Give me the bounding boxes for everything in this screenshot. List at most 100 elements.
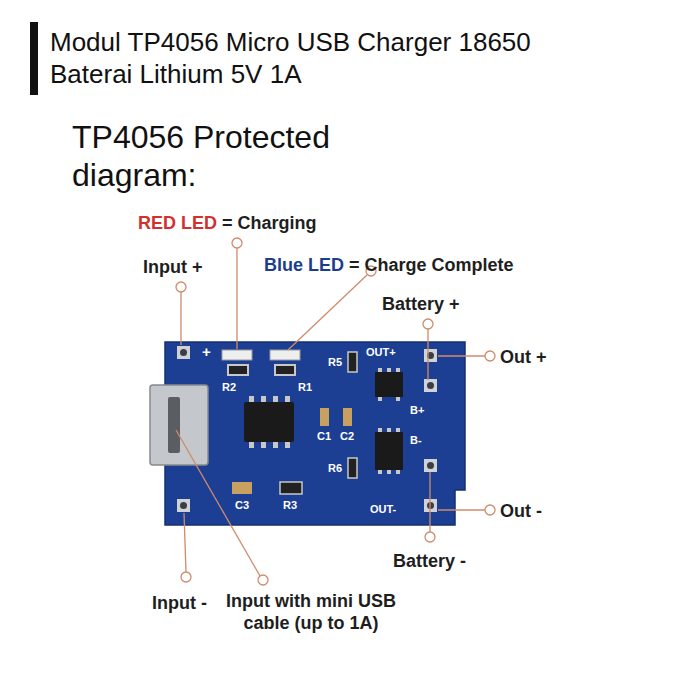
capacitor-symbol: [320, 408, 329, 426]
protection-chip: [375, 372, 403, 397]
silk-label-holder: C2: [340, 430, 354, 443]
leader-line: [427, 329, 428, 380]
diagram-heading: TP4056 Protected diagram:: [72, 118, 402, 194]
mosfet-chip: [375, 432, 403, 470]
blue-led: [270, 350, 300, 360]
silk-label-holder: B+: [410, 404, 424, 417]
led-name: RED LED: [138, 212, 217, 234]
leader-line: [184, 513, 186, 572]
leader-line: [176, 430, 260, 576]
led-meaning: = Charging: [222, 212, 317, 234]
led-name-holder: Blue LED: [264, 254, 344, 276]
out-plus-pad: [424, 349, 437, 362]
silk-label-holder: OUT-: [370, 503, 396, 516]
resistor-symbol: [280, 482, 302, 494]
silk-label-holder: R2: [222, 381, 236, 394]
title-bar: [30, 22, 38, 95]
red-led: [222, 350, 252, 360]
leader-dot: [258, 575, 268, 585]
leader-line: [180, 292, 181, 345]
silk-label: R2: [222, 381, 236, 394]
chip-leg: [387, 470, 391, 474]
silk-label: B+: [410, 404, 424, 417]
silk-label-holder: B-: [410, 434, 422, 447]
leader-dot: [485, 351, 495, 361]
pcb-board: [165, 342, 465, 525]
chip-leg: [387, 428, 391, 432]
input-minus-pad: [177, 499, 190, 512]
chip-leg: [378, 397, 382, 401]
led-name: Blue LED: [264, 254, 344, 276]
pin-label-holder: Out +: [500, 346, 547, 368]
silk-label: C1: [317, 430, 331, 443]
leader-lines: [176, 248, 485, 576]
resistor-symbol: [348, 458, 357, 478]
chip-leg: [378, 368, 382, 372]
usb-slot: [168, 397, 180, 453]
leader-dot: [176, 282, 186, 292]
page-title-holder: Modul TP4056 Micro USB Charger 18650 Bat…: [50, 26, 610, 90]
silk-label: R1: [298, 381, 312, 394]
led-name-holder: RED LED: [138, 212, 217, 234]
diagram-heading-holder: TP4056 Protected diagram:: [72, 118, 402, 194]
chip-leg: [273, 396, 278, 402]
silk-label: C2: [340, 430, 354, 443]
usb-note-holder: Input with mini USB cable (up to 1A): [226, 590, 396, 634]
pin-label-holder: Battery +: [382, 293, 460, 315]
battery-plus-pad: [424, 379, 437, 392]
chip-leg: [396, 397, 400, 401]
silk-label: +: [202, 344, 211, 359]
input-plus-pad: [177, 346, 190, 359]
pin-label-holder: Out -: [500, 500, 542, 522]
silk-label: C3: [235, 499, 249, 512]
led-meaning-holder: = Charging: [222, 212, 317, 234]
chip-leg: [249, 442, 254, 448]
chip-leg: [285, 442, 290, 448]
silk-label: B-: [410, 434, 422, 447]
capacitor-symbol: [232, 482, 252, 494]
leader-line: [288, 275, 367, 350]
pin-label: Out -: [500, 500, 542, 522]
charger-chip: [244, 402, 294, 442]
led-meaning: = Charge Complete: [349, 254, 514, 276]
chip-leg: [396, 428, 400, 432]
chip-leg: [387, 368, 391, 372]
pin-label: Out +: [500, 346, 547, 368]
capacitor-symbol: [343, 408, 352, 426]
usb-connector: [150, 385, 208, 465]
leader-dot: [425, 532, 435, 542]
chip-leg: [396, 368, 400, 372]
battery-minus-pad: [424, 459, 437, 472]
silk-label-holder: +: [202, 344, 211, 359]
pin-label: Input +: [143, 256, 203, 278]
leader-line: [438, 509, 485, 510]
silk-label: OUT-: [370, 503, 396, 516]
leader-dot: [485, 505, 495, 515]
pad-hole: [180, 349, 187, 356]
page-title: Modul TP4056 Micro USB Charger 18650 Bat…: [50, 26, 610, 90]
pad-hole: [427, 382, 434, 389]
silk-label-holder: OUT+: [366, 346, 396, 359]
chip-leg: [261, 396, 266, 402]
resistor-symbol: [348, 352, 357, 372]
leader-dots: [176, 238, 495, 585]
leader-line: [429, 472, 430, 532]
chip-leg: [396, 470, 400, 474]
pin-label-holder: Input -: [152, 592, 207, 614]
leader-dot: [232, 238, 242, 248]
chip-leg: [261, 442, 266, 448]
chip-leg: [285, 396, 290, 402]
silk-label: OUT+: [366, 346, 396, 359]
silk-label-holder: R1: [298, 381, 312, 394]
leader-dot: [181, 572, 191, 582]
silk-label-holder: R3: [283, 499, 297, 512]
silk-label: R6: [328, 462, 342, 475]
silk-label: R3: [283, 499, 297, 512]
chip-leg: [249, 396, 254, 402]
silk-label-holder: C1: [317, 430, 331, 443]
pad-hole: [427, 462, 434, 469]
silk-label: R5: [328, 356, 342, 369]
pin-label-holder: Input +: [143, 256, 203, 278]
pin-label: Battery -: [393, 550, 466, 572]
resistor-symbol: [228, 365, 248, 375]
